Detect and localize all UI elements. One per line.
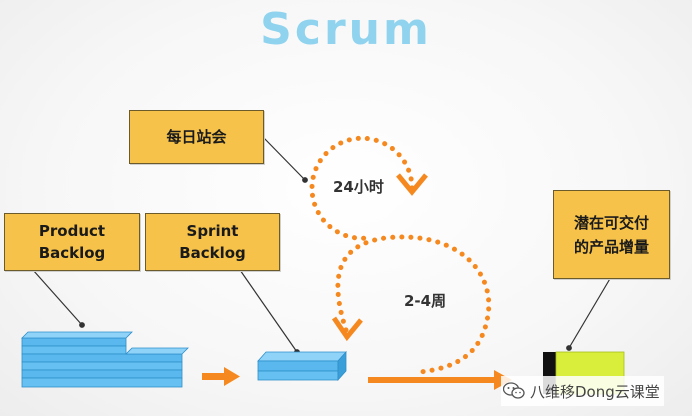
sprint-backlog-text: Sprint Backlog	[179, 222, 246, 262]
connector-line-sprint	[239, 269, 298, 353]
daily-cycle-duration: 24小时	[333, 178, 384, 196]
sprint-backlog-label: Sprint Backlog	[145, 213, 280, 271]
potential-increment-label: 潜在可交付 的产品增量	[553, 190, 670, 279]
sprint-cycle-loop	[331, 234, 492, 375]
daily-standup-label: 每日站会	[129, 110, 264, 164]
wechat-icon	[503, 382, 525, 399]
daily-standup-text: 每日站会	[166, 128, 227, 146]
arrow-to-increment	[368, 370, 512, 390]
sprint-cycle-arrowhead	[331, 316, 363, 342]
potential-increment-text: 潜在可交付 的产品增量	[573, 213, 649, 256]
product-backlog-stack	[21, 331, 189, 388]
daily-cycle-loop	[309, 135, 428, 241]
watermark: 八维移Dong云课堂	[501, 376, 664, 406]
arrow-to-sprint	[202, 367, 240, 386]
connector-line-increment	[568, 276, 612, 349]
diagram-title: Scrum	[260, 4, 432, 55]
connector-line-standup	[261, 135, 306, 181]
daily-cycle-arrowhead	[396, 173, 428, 196]
sprint-backlog-stack	[257, 350, 347, 382]
connector-line-product	[32, 269, 83, 326]
product-backlog-text: Product Backlog	[38, 222, 106, 262]
sprint-cycle-duration: 2-4周	[404, 292, 447, 310]
product-backlog-label: Product Backlog	[4, 213, 140, 271]
watermark-text: 八维移Dong云课堂	[530, 382, 660, 401]
